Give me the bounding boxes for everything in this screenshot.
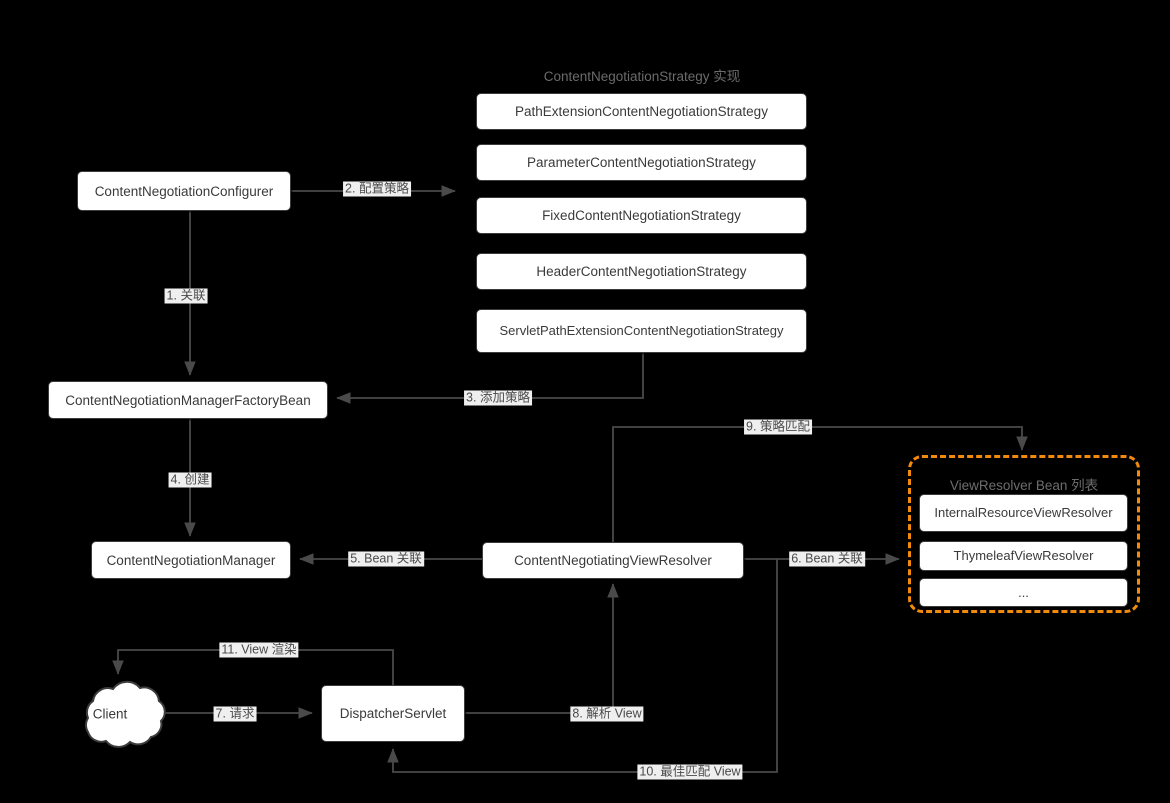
view-resolver-box-thymeleaf[interactable]: ThymeleafViewResolver: [919, 541, 1128, 571]
strategy-box-header[interactable]: HeaderContentNegotiationStrategy: [476, 253, 807, 290]
edge-label-2: 2. 配置策略: [343, 181, 411, 197]
edge-label-4: 4. 创建: [168, 472, 212, 488]
node-content-negotiation-manager[interactable]: ContentNegotiationManager: [91, 541, 291, 579]
strategy-box-parameter[interactable]: ParameterContentNegotiationStrategy: [476, 144, 807, 181]
edge-label-7: 7. 请求: [213, 706, 257, 722]
strategy-group-title: ContentNegotiationStrategy 实现: [543, 69, 741, 84]
edge-label-6: 6. Bean 关联: [789, 551, 865, 567]
edge-label-5: 5. Bean 关联: [348, 551, 424, 567]
view-resolver-box-internal-resource[interactable]: InternalResourceViewResolver: [919, 494, 1128, 532]
edge-label-9: 9. 策略匹配: [744, 419, 812, 435]
node-dispatcher-servlet[interactable]: DispatcherServlet: [321, 685, 465, 742]
node-content-negotiating-view-resolver[interactable]: ContentNegotiatingViewResolver: [482, 542, 744, 579]
strategy-box-fixed[interactable]: FixedContentNegotiationStrategy: [476, 197, 807, 234]
node-content-negotiation-manager-factory-bean[interactable]: ContentNegotiationManagerFactoryBean: [48, 381, 328, 419]
edge-label-10: 10. 最佳匹配 View: [637, 764, 743, 780]
edge-label-3: 3. 添加策略: [464, 390, 532, 406]
edge-label-8: 8. 解析 View: [570, 706, 644, 722]
view-resolver-group-title: ViewResolver Bean 列表: [949, 478, 1099, 493]
edge-8-path: [465, 583, 619, 714]
edge-label-11: 11. View 渲染: [219, 642, 299, 658]
view-resolver-bean-list-group: [908, 455, 1140, 613]
strategy-box-path-extension[interactable]: PathExtensionContentNegotiationStrategy: [476, 93, 807, 130]
node-content-negotiation-configurer[interactable]: ContentNegotiationConfigurer: [77, 171, 291, 211]
edge-label-1: 1. 关联: [164, 288, 208, 304]
view-resolver-box-more[interactable]: ...: [919, 578, 1128, 607]
strategy-box-servlet-path-extension[interactable]: ServletPathExtensionContentNegotiationSt…: [476, 309, 807, 353]
node-client-label: Client: [92, 706, 128, 722]
